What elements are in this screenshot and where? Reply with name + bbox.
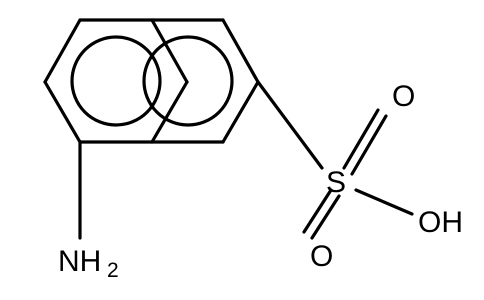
sulfur-oxygen-top-bond-a bbox=[342, 108, 380, 170]
bond-right-lower bbox=[221, 80, 260, 144]
bond-top-fusion bbox=[150, 18, 189, 84]
right-ring bbox=[142, 18, 260, 144]
right-aromatic-circle bbox=[142, 35, 234, 127]
bond-left-upper bbox=[43, 18, 82, 84]
sulfur-oxygen-bottom-bond-a bbox=[302, 188, 333, 234]
left-ring bbox=[43, 18, 189, 144]
sulfur-hydroxyl-bond bbox=[354, 188, 414, 216]
left-aromatic-circle bbox=[70, 35, 162, 127]
bond-left-lower bbox=[43, 80, 82, 144]
hydroxyl-label: OH bbox=[418, 206, 463, 239]
sulfur-label: S bbox=[326, 166, 346, 199]
amine-label: NH bbox=[58, 245, 101, 278]
amine-subscript: 2 bbox=[107, 259, 119, 282]
sulfur-oxygen-top-bond-b bbox=[350, 114, 388, 176]
oxygen-bottom-label: O bbox=[310, 240, 333, 273]
bond-fusion bbox=[150, 80, 189, 144]
oxygen-top-label: O bbox=[392, 80, 415, 113]
sulfonic-bonds bbox=[256, 80, 414, 240]
ring-to-sulfur-bond bbox=[256, 80, 324, 170]
bond-right-top bbox=[221, 18, 260, 84]
sulfur-oxygen-bottom-bond-b bbox=[310, 194, 341, 240]
